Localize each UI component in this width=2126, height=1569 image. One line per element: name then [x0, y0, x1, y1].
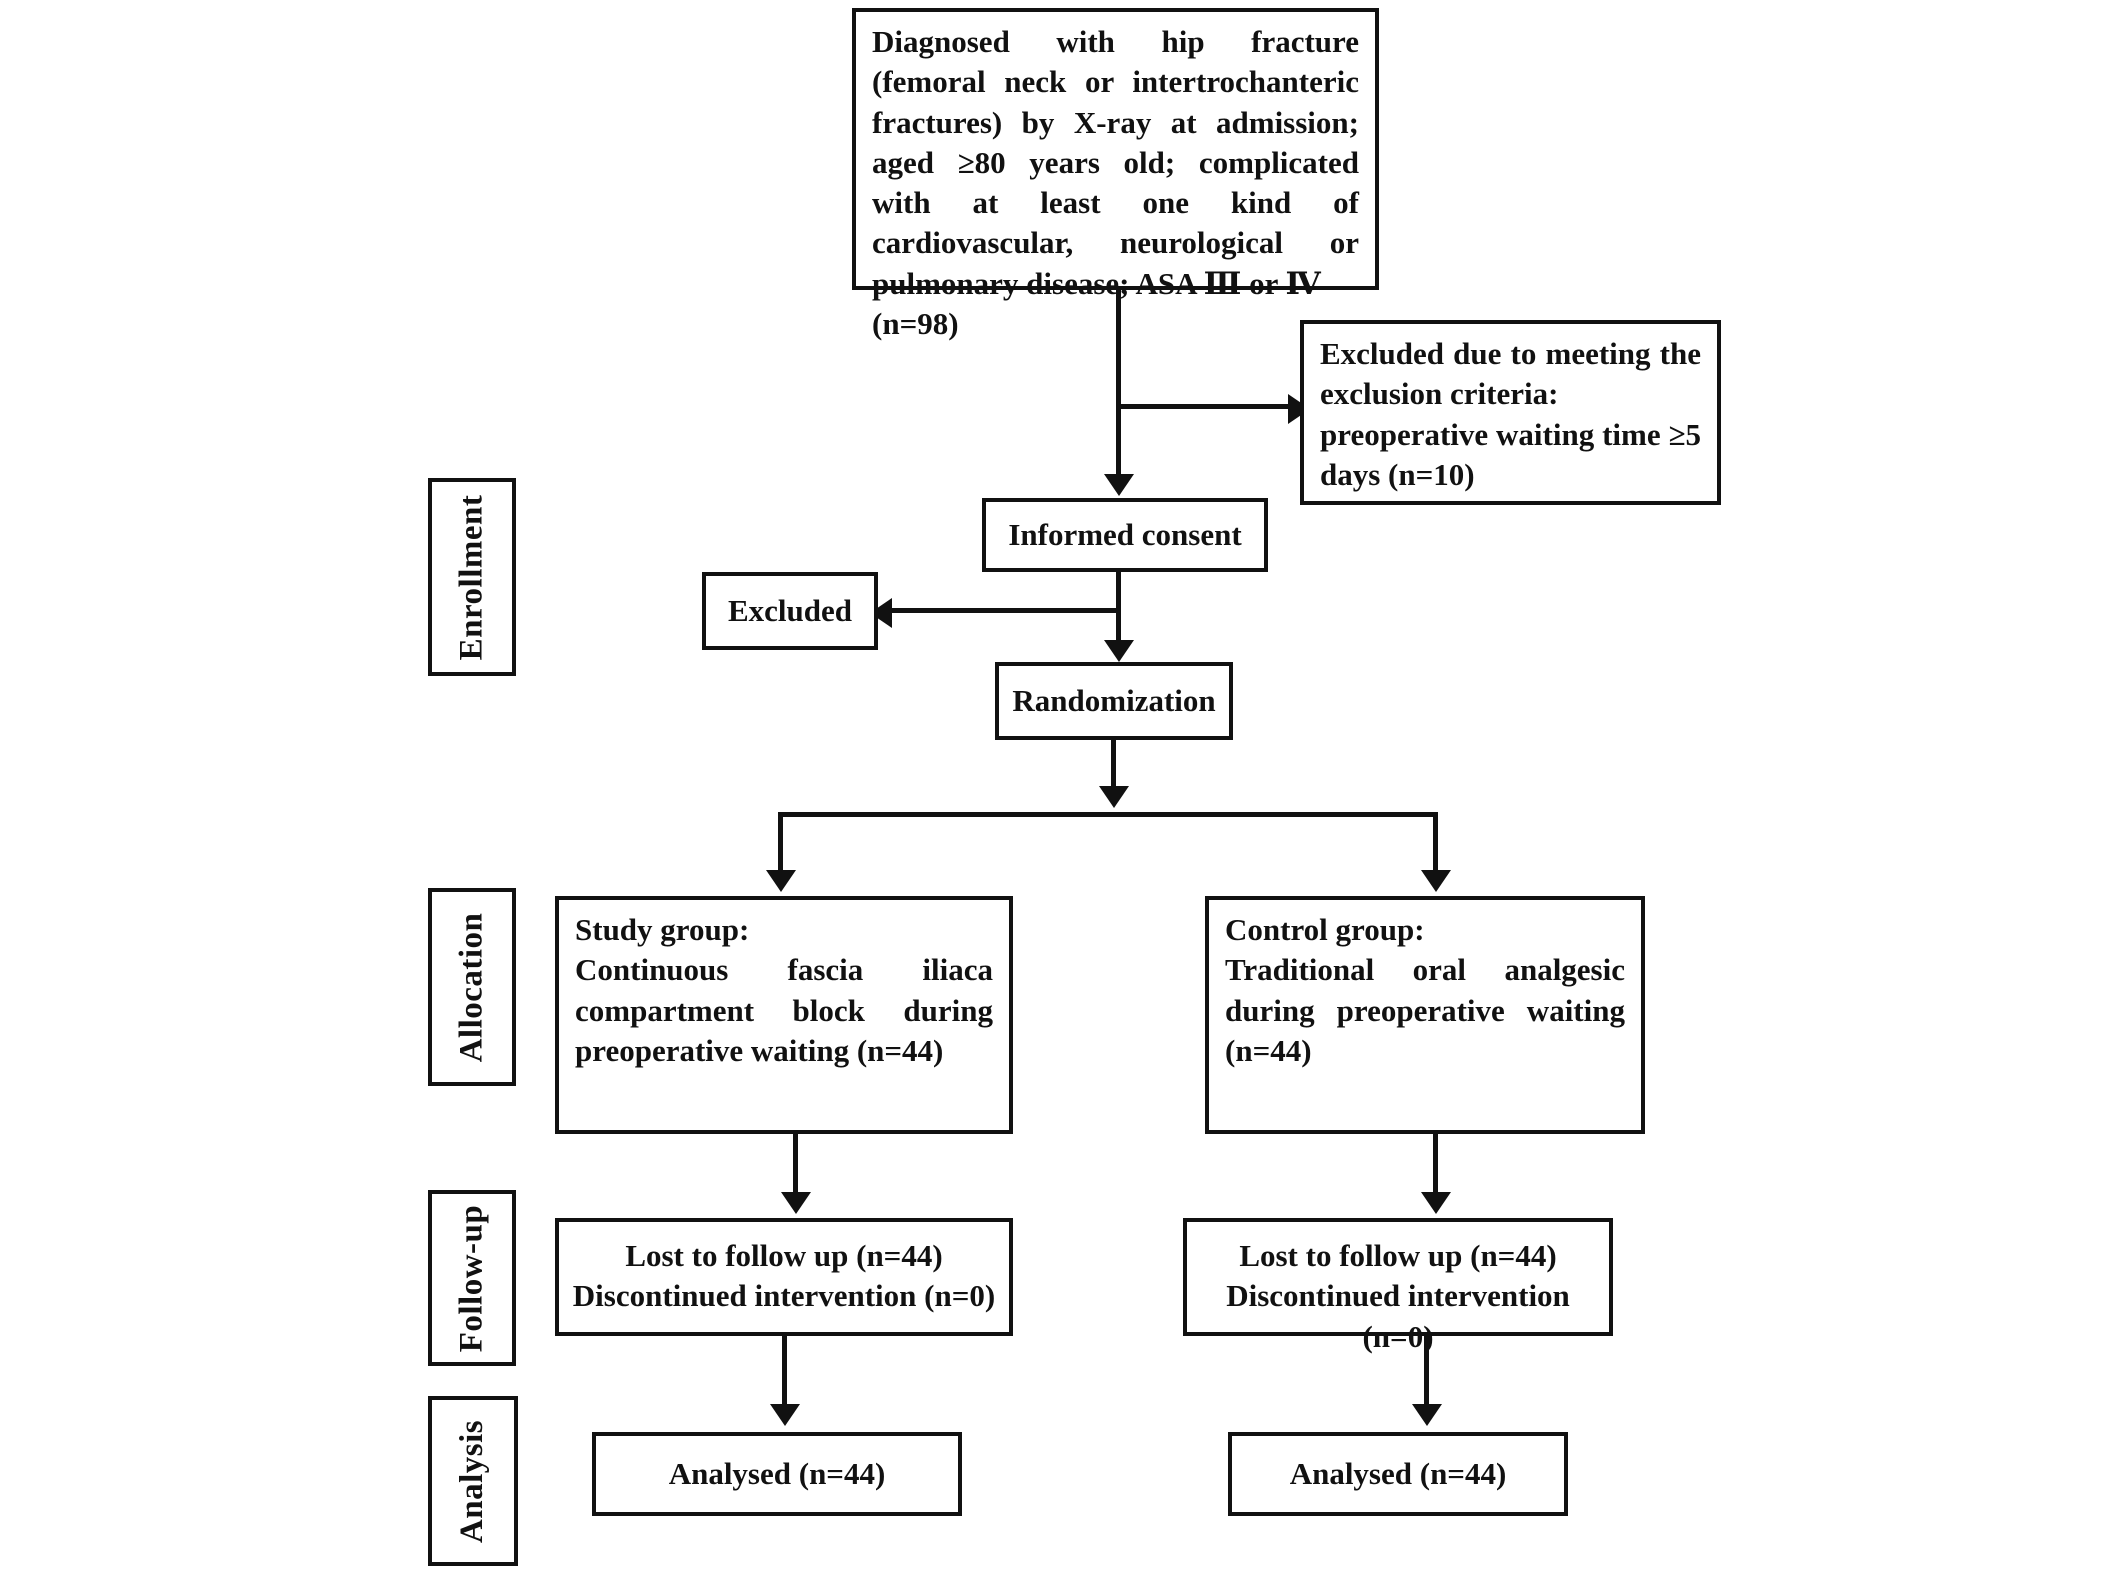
- node-followup-right: Lost to follow up (n=44) Discontinued in…: [1183, 1218, 1613, 1354]
- connector-study-to-followup: [793, 1134, 798, 1196]
- node-followup-left-text: Lost to follow up (n=44) Discontinued in…: [572, 1238, 996, 1314]
- arrow-followup-left-to-analysed: [770, 1404, 800, 1426]
- connector-split-bar: [778, 812, 1438, 817]
- arrow-study-to-followup: [781, 1192, 811, 1214]
- node-excluded-criteria: Excluded due to meeting the exclusion cr…: [1300, 320, 1721, 505]
- connector-control-to-followup: [1433, 1134, 1438, 1196]
- connector-eligibility-trunk: [1116, 290, 1121, 476]
- node-control-group-text: Control group: Traditional oral analgesi…: [1225, 912, 1625, 1068]
- arrow-split-to-control-group: [1421, 870, 1451, 892]
- node-analysed-left-text: Analysed (n=44): [668, 1455, 886, 1491]
- node-randomization: Randomization: [995, 662, 1233, 740]
- stage-label-enrollment-text: Enrollment: [453, 494, 490, 660]
- connector-followup-right-to-analysed: [1424, 1336, 1429, 1406]
- stage-label-allocation-text: Allocation: [453, 912, 490, 1062]
- connector-split-right-drop: [1433, 812, 1438, 874]
- arrow-followup-right-to-analysed: [1412, 1404, 1442, 1426]
- node-informed-consent: Informed consent: [982, 498, 1268, 572]
- stage-label-analysis: Analysis: [428, 1396, 518, 1566]
- stage-label-followup-text: Follow-up: [453, 1204, 490, 1352]
- connector-split-left-drop: [778, 812, 783, 874]
- node-followup-right-text: Lost to follow up (n=44) Discontinued in…: [1226, 1238, 1570, 1354]
- arrow-randomization-to-split: [1099, 786, 1129, 808]
- node-study-group: Study group: Continuous fascia iliaca co…: [555, 896, 1013, 1134]
- stage-label-allocation: Allocation: [428, 888, 516, 1086]
- node-excluded-text: Excluded: [727, 592, 853, 628]
- arrow-consent-to-randomization: [1104, 640, 1134, 662]
- connector-randomization-trunk: [1111, 740, 1116, 788]
- node-eligibility-text: Diagnosed with hip fracture (femoral nec…: [872, 24, 1359, 342]
- node-analysed-right-text: Analysed (n=44): [1289, 1455, 1507, 1491]
- node-followup-left: Lost to follow up (n=44) Discontinued in…: [555, 1218, 1013, 1336]
- node-analysed-right: Analysed (n=44): [1228, 1432, 1568, 1516]
- stage-label-followup: Follow-up: [428, 1190, 516, 1366]
- node-analysed-left: Analysed (n=44): [592, 1432, 962, 1516]
- node-eligibility: Diagnosed with hip fracture (femoral nec…: [852, 8, 1379, 341]
- node-informed-consent-text: Informed consent: [1008, 516, 1242, 552]
- node-control-group: Control group: Traditional oral analgesi…: [1205, 896, 1645, 1134]
- arrow-eligibility-to-consent: [1104, 474, 1134, 496]
- node-study-group-text: Study group: Continuous fascia iliaca co…: [575, 912, 993, 1068]
- stage-label-enrollment: Enrollment: [428, 478, 516, 676]
- node-randomization-text: Randomization: [1012, 682, 1216, 718]
- arrow-control-to-followup: [1421, 1192, 1451, 1214]
- stage-label-analysis-text: Analysis: [454, 1419, 491, 1543]
- connector-consent-to-excluded: [890, 608, 1120, 613]
- node-excluded: Excluded: [702, 572, 878, 650]
- connector-eligibility-to-excluded-criteria: [1116, 404, 1288, 409]
- node-excluded-criteria-text: Excluded due to meeting the exclusion cr…: [1320, 336, 1701, 492]
- connector-followup-left-to-analysed: [782, 1336, 787, 1406]
- arrow-split-to-study-group: [766, 870, 796, 892]
